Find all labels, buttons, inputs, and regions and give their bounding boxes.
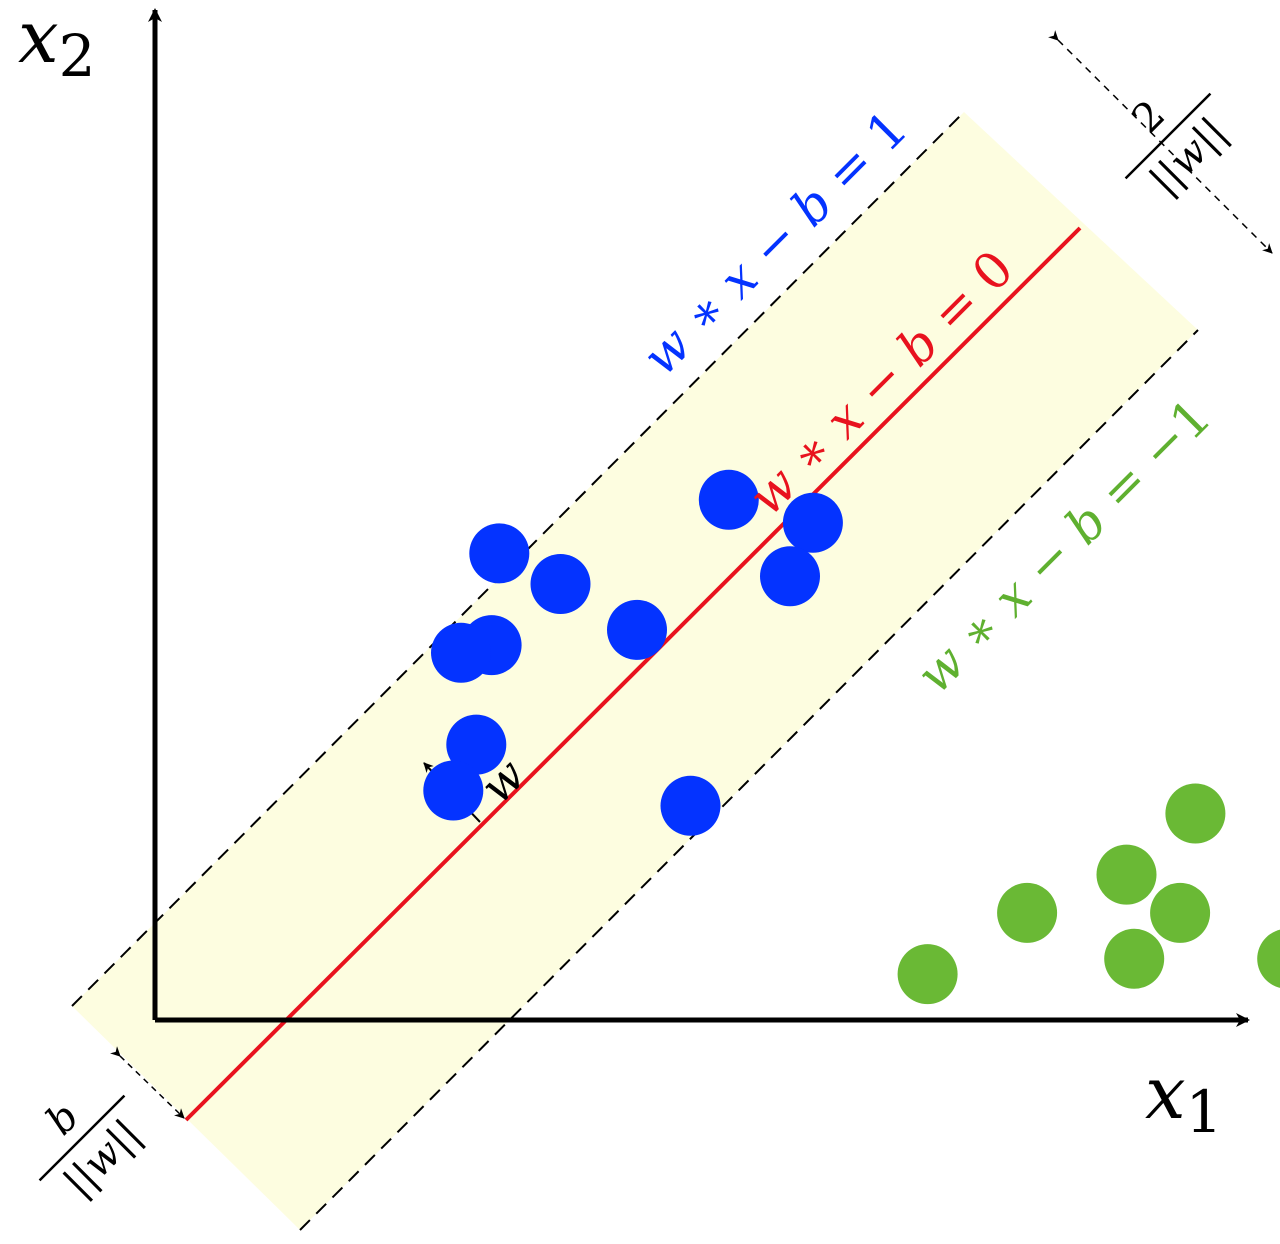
offset-fraction-bar xyxy=(38,1094,126,1182)
upper-op2: − xyxy=(739,208,810,279)
offset-label: b ||w|| xyxy=(38,1094,150,1206)
point-blue-8 xyxy=(760,546,820,607)
y-axis-label-sub: 2 xyxy=(59,22,96,90)
margin-width-numerator: 2 xyxy=(1124,92,1175,143)
point-blue-4 xyxy=(446,714,507,775)
point-green-2 xyxy=(1096,844,1157,905)
point-green-5 xyxy=(897,944,958,1005)
point-green-7 xyxy=(1257,929,1280,988)
lower-margin-line xyxy=(299,329,1199,1231)
hyperplane-line xyxy=(184,226,1082,1122)
margin-width-fraction-bar xyxy=(1124,92,1212,180)
point-blue-7 xyxy=(431,622,491,683)
point-blue-0 xyxy=(469,523,530,584)
point-green-3 xyxy=(997,882,1058,943)
upper-w: w xyxy=(631,315,702,386)
margin-width-label: 2 ||w|| xyxy=(1124,92,1236,204)
point-green-4 xyxy=(1150,882,1211,943)
point-green-0 xyxy=(1165,783,1226,844)
upper-eq: = xyxy=(814,133,885,204)
point-blue-10 xyxy=(660,775,721,836)
point-blue-5 xyxy=(607,599,667,660)
data-points xyxy=(423,469,1280,1005)
y-axis-label: x2 xyxy=(18,0,96,90)
point-blue-6 xyxy=(530,554,591,614)
upper-rhs: 1 xyxy=(855,99,919,163)
lower-eq: = xyxy=(1088,451,1159,522)
lower-rhs: −1 xyxy=(1129,388,1222,481)
x-axis-label: x1 xyxy=(1145,1051,1223,1146)
margin-width-arrow xyxy=(1048,30,1273,254)
point-blue-1 xyxy=(698,469,759,530)
x-axis-label-sub: 1 xyxy=(1186,1078,1223,1146)
point-blue-3 xyxy=(782,492,843,553)
lower-w: w xyxy=(905,633,976,704)
lower-op2: − xyxy=(1013,526,1084,597)
x-axis-label-var: x xyxy=(1145,1051,1186,1135)
y-axis-label-var: x xyxy=(18,0,59,79)
point-blue-9 xyxy=(423,760,484,821)
point-green-6 xyxy=(1104,928,1165,989)
offset-numerator: b xyxy=(38,1094,89,1145)
offset-arrow xyxy=(110,1046,185,1119)
